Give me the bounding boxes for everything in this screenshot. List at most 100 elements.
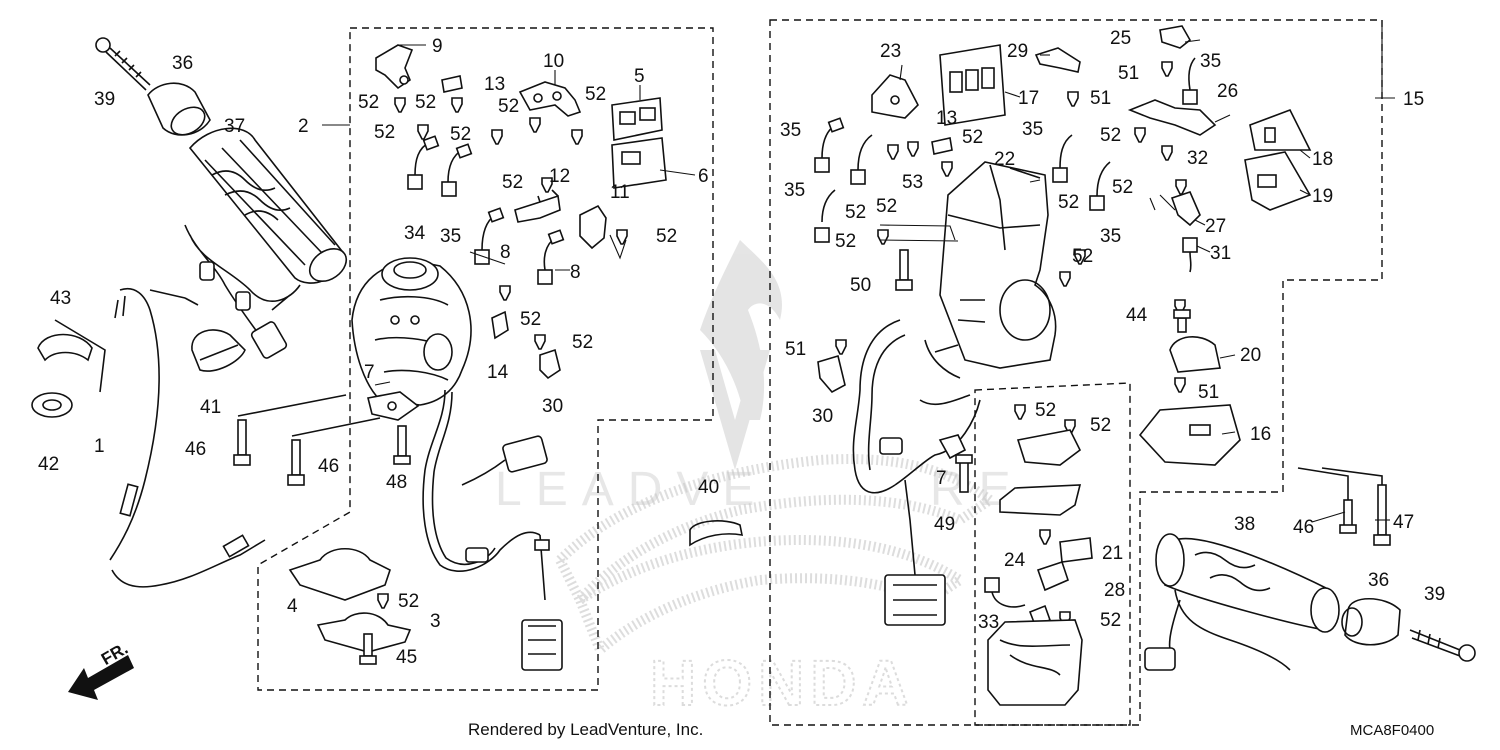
- callout-23: 23: [880, 41, 901, 62]
- plate-19: [1244, 151, 1312, 211]
- right-switch-group: [814, 25, 1312, 706]
- callout-52: 52: [835, 231, 856, 252]
- callout-39: 39: [94, 89, 115, 110]
- callout-52: 52: [1072, 246, 1093, 267]
- micro-switch-34: [407, 135, 440, 190]
- callout-52: 52: [415, 92, 436, 113]
- callout-25: 25: [1110, 28, 1131, 49]
- callout-17: 17: [1018, 88, 1039, 109]
- left-grip-group: [31, 37, 381, 588]
- throttle-cable-1: [109, 288, 266, 588]
- callout-48: 48: [386, 472, 407, 493]
- callout-29: 29: [1007, 41, 1028, 62]
- callout-11: 11: [610, 182, 630, 203]
- callout-36: 36: [172, 53, 193, 74]
- connector-11: [579, 204, 607, 250]
- callout-26: 26: [1217, 81, 1238, 102]
- clip-13: [441, 75, 463, 93]
- callout-52: 52: [1100, 125, 1121, 146]
- grip-connector: [199, 261, 288, 359]
- screws-52-left: [394, 97, 628, 350]
- callout-50: 50: [850, 275, 871, 296]
- callout-2: 2: [298, 116, 309, 137]
- callout-15: 15: [1403, 89, 1424, 110]
- holder-3: [316, 612, 412, 653]
- callout-52: 52: [374, 122, 395, 143]
- callout-13: 13: [484, 74, 505, 95]
- switch-24: [1036, 560, 1069, 592]
- callout-43: 43: [50, 288, 71, 309]
- screw-45: [359, 633, 377, 665]
- left-switch-group: [351, 44, 667, 671]
- callout-52: 53: [902, 172, 923, 193]
- left-wire-harness: [422, 389, 563, 671]
- holder-4: [288, 548, 391, 601]
- clip-12: [514, 189, 561, 223]
- screw-52-holder: [377, 593, 389, 609]
- callout-1: 1: [94, 436, 105, 457]
- screw-47: [1321, 467, 1391, 546]
- callout-18: 18: [1312, 149, 1333, 170]
- switch-box-lower: [987, 619, 1083, 706]
- bracket-7-right: [938, 434, 967, 460]
- callout-52: 52: [450, 124, 471, 145]
- callout-52: 52: [585, 84, 606, 105]
- switch-panel-5: [611, 97, 663, 141]
- callout-14: 14: [487, 362, 509, 383]
- callout-52: 52: [1090, 415, 1111, 436]
- callout-44: 44: [1126, 305, 1148, 326]
- bracket-7-left: [367, 391, 420, 421]
- band-41: [191, 329, 246, 372]
- callout-46: 46: [1293, 517, 1314, 538]
- bracket-26: [1127, 99, 1217, 136]
- holder-20: [1169, 336, 1221, 373]
- callout-52: 52: [572, 332, 593, 353]
- callout-10: 10: [543, 51, 564, 72]
- callout-35: 35: [440, 226, 461, 247]
- micro-switch-33: [984, 577, 1026, 608]
- micro-switch-35-right-d: [1089, 161, 1111, 211]
- screw-46-left-a: [233, 394, 347, 466]
- callout-52: 52: [358, 92, 379, 113]
- callout-53: 52: [1112, 177, 1133, 198]
- switch-panel-17: [939, 44, 1006, 126]
- callout-30: 30: [812, 406, 833, 427]
- callout-19: 19: [1312, 186, 1333, 207]
- callout-46: 46: [185, 439, 206, 460]
- bracket-29: [1034, 47, 1081, 73]
- callout-8: 8: [500, 242, 511, 263]
- callout-47: 47: [1393, 512, 1414, 533]
- callout-51: 51: [1118, 63, 1139, 84]
- grip-end-weight-36: [147, 82, 211, 136]
- callout-39: 39: [1424, 584, 1445, 605]
- callout-30: 30: [542, 396, 563, 417]
- micro-switch-8-a: [474, 207, 505, 265]
- right-wire-harness: [852, 319, 981, 626]
- right-grip-group: [1144, 467, 1476, 671]
- micro-switch-35-right-e: [1182, 57, 1198, 105]
- callout-34: 34: [404, 223, 426, 244]
- callout-52: 52: [502, 172, 523, 193]
- bracket-30-right: [817, 354, 846, 394]
- diagram-code: MCA8F0400: [1350, 722, 1434, 739]
- grip-end-weight-36-right: [1341, 598, 1401, 646]
- leader-lines: [322, 20, 1395, 523]
- callout-37: 37: [224, 116, 245, 137]
- bracket-10: [518, 81, 582, 117]
- callout-46: 46: [318, 456, 339, 477]
- callout-13: 13: [936, 108, 957, 129]
- micro-switch-31: [1182, 237, 1198, 273]
- right-switch-assembly-boundary: [769, 19, 1383, 726]
- callout-36: 36: [1368, 570, 1389, 591]
- honda-watermark-text: HONDA: [650, 647, 915, 719]
- callout-24: 24: [1004, 550, 1026, 571]
- callout-51: 51: [1198, 382, 1219, 403]
- clip-14: [491, 310, 509, 340]
- callout-27: 27: [1205, 216, 1226, 237]
- callout-35: 35: [1022, 119, 1043, 140]
- callout-38: 38: [1234, 514, 1255, 535]
- callout-51: 52: [962, 127, 983, 148]
- screw-46-right: [1297, 467, 1357, 534]
- watermark-tail-text: RE: [930, 463, 1025, 516]
